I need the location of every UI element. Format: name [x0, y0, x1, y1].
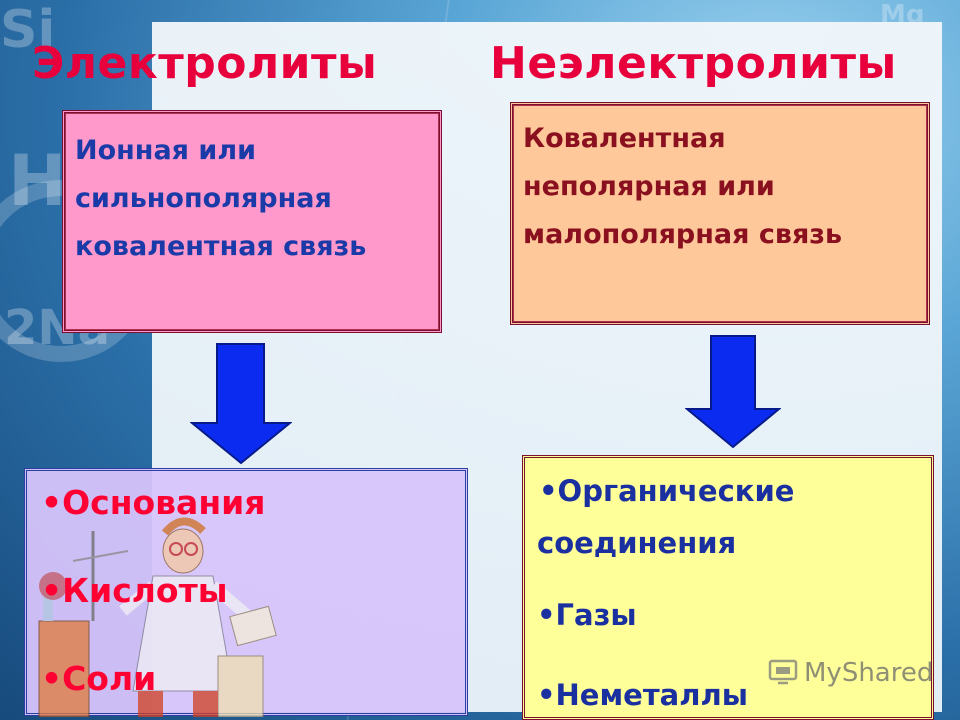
nonelectrolytes-title: Неэлектролиты [490, 38, 897, 89]
electrolyte-examples-box: •Основания •Кислоты •Соли [24, 468, 468, 717]
ionic-bond-line: ковалентная связь [75, 231, 367, 262]
nonelectrolyte-examples-box: •Органические соединения •Газы •Неметалл… [522, 455, 934, 720]
covalent-bond-line: малополярная связь [523, 219, 843, 250]
down-arrow-icon [685, 335, 781, 449]
myshared-logo-icon [768, 659, 798, 685]
list-item: •Неметаллы [537, 678, 748, 712]
list-item: •Кислоты [41, 571, 228, 610]
down-arrow-icon [190, 343, 292, 465]
ionic-bond-box: Ионная или сильнополярная ковалентная св… [62, 110, 442, 333]
list-item: •Органические [539, 474, 795, 508]
covalent-bond-box: Ковалентная неполярная или малополярная … [510, 102, 930, 325]
list-item: соединения [537, 526, 737, 560]
list-item: •Основания [41, 483, 266, 522]
covalent-bond-text: Ковалентная неполярная или малополярная … [523, 115, 919, 259]
list-item: •Соли [41, 659, 157, 698]
background-formula: Si [0, 0, 56, 60]
ionic-bond-line: Ионная или [75, 135, 257, 166]
watermark-text: MyShared [804, 658, 934, 688]
list-item: •Газы [537, 598, 637, 632]
covalent-bond-line: неполярная или [523, 171, 775, 202]
covalent-bond-line: Ковалентная [523, 123, 726, 154]
ionic-bond-text: Ионная или сильнополярная ковалентная св… [75, 127, 431, 271]
myshared-watermark: MyShared [768, 655, 933, 691]
scientist-illustration [38, 517, 277, 717]
ionic-bond-line: сильнополярная [75, 183, 332, 214]
electrolytes-title: Электролиты [32, 38, 378, 89]
